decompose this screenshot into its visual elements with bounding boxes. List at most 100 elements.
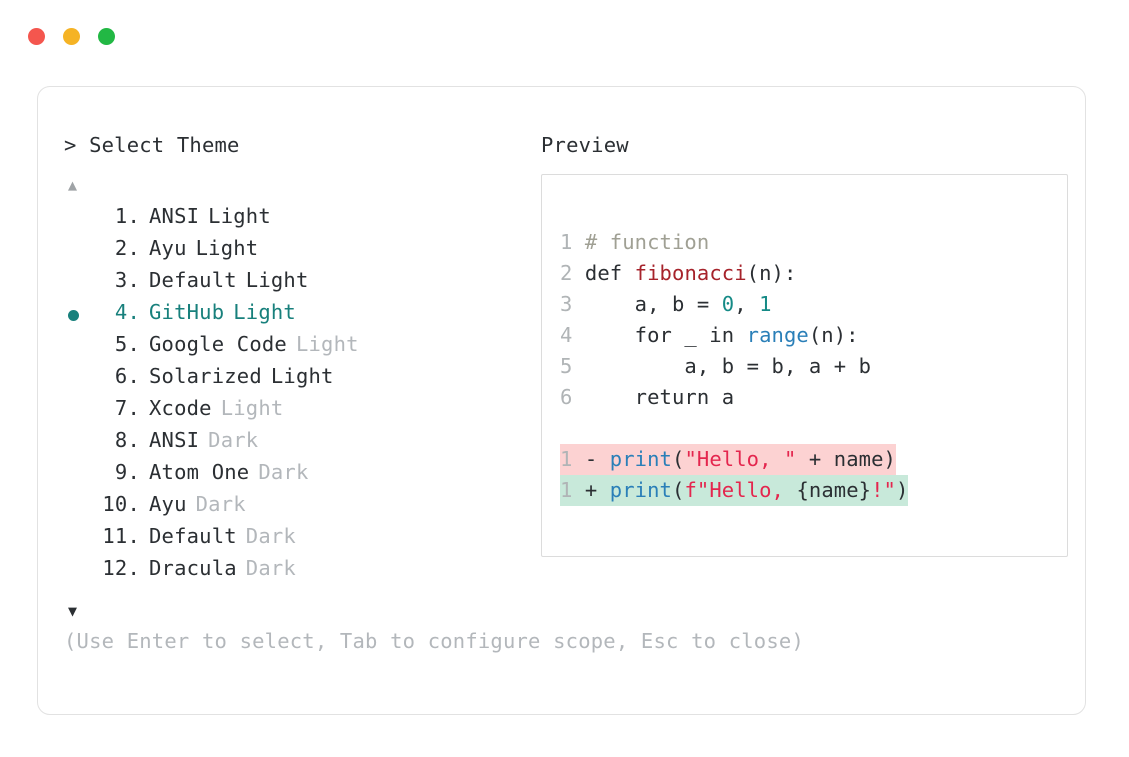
- theme-item-variant: Dark: [245, 555, 296, 580]
- theme-item-variant: Light: [208, 203, 271, 228]
- code-token: ,: [734, 291, 760, 316]
- diff-line-number: 1: [560, 446, 585, 471]
- theme-item-name: Default: [149, 267, 237, 292]
- theme-item-name: Ayu: [149, 235, 187, 260]
- scroll-up-icon[interactable]: ▲: [68, 175, 78, 194]
- code-token: for _ in: [584, 322, 747, 347]
- code-token: a, b = b, a + b: [584, 353, 872, 378]
- code-token: {name}: [796, 477, 872, 502]
- theme-list-item[interactable]: 4. GitHub Light: [64, 300, 534, 332]
- code-line-number: 3: [560, 291, 585, 316]
- theme-item-variant: Dark: [245, 523, 296, 548]
- theme-item-index: 3.: [114, 267, 140, 292]
- code-token: f"Hello,: [684, 477, 797, 502]
- diff-line-number: 1: [560, 477, 585, 502]
- diff-highlight-band: 1 + print(f"Hello, {name}!"): [560, 474, 909, 506]
- code-token: print: [609, 446, 672, 471]
- theme-item-variant: Dark: [208, 427, 259, 452]
- preview-title: Preview: [541, 133, 629, 157]
- theme-item-index: 7.: [114, 395, 140, 420]
- theme-item-index: 5.: [114, 331, 140, 356]
- code-line-number: 6: [560, 384, 585, 409]
- code-line: 4 for _ in range(n):: [560, 320, 908, 351]
- code-token: # function: [584, 229, 710, 254]
- theme-list-item[interactable]: 10. Ayu Dark: [64, 492, 534, 524]
- theme-item-variant: Light: [220, 395, 284, 420]
- code-line-number: 1: [560, 229, 585, 254]
- code-blank-line: [560, 413, 908, 444]
- diff-line: 1 + print(f"Hello, {name}!"): [560, 474, 909, 506]
- code-token: "Hello, ": [684, 446, 797, 471]
- theme-item-name: Xcode: [149, 395, 212, 420]
- theme-item-index: 1.: [114, 203, 140, 228]
- theme-item-variant: Dark: [195, 491, 246, 516]
- prompt-line: > Select Theme: [64, 135, 534, 156]
- code-token: fibonacci: [634, 260, 747, 285]
- theme-item-name: Dracula: [149, 555, 237, 580]
- theme-item-variant: Light: [270, 363, 334, 388]
- code-line: 5 a, b = b, a + b: [560, 351, 908, 382]
- code-line: 1 # function: [560, 227, 908, 258]
- keyboard-hint: (Use Enter to select, Tab to configure s…: [64, 629, 804, 653]
- theme-item-index: 2.: [114, 235, 140, 260]
- theme-item-index: 11.: [102, 523, 140, 548]
- code-token: (: [672, 477, 685, 502]
- theme-item-name: Solarized: [149, 363, 262, 388]
- code-token: + name): [796, 446, 896, 471]
- close-dot[interactable]: [28, 28, 45, 45]
- scroll-down-icon[interactable]: ▼: [68, 601, 78, 620]
- minimize-dot[interactable]: [63, 28, 80, 45]
- code-token: ): [895, 477, 909, 502]
- theme-item-variant: Dark: [258, 459, 309, 484]
- theme-item-variant: Light: [233, 299, 296, 324]
- window-titlebar: [28, 28, 115, 45]
- theme-list-item[interactable]: 12. Dracula Dark: [64, 556, 534, 588]
- theme-list-item[interactable]: 3. Default Light: [64, 268, 534, 300]
- code-token: 1: [759, 291, 772, 316]
- theme-item-name: ANSI: [149, 427, 200, 452]
- code-token: a, b =: [584, 291, 722, 316]
- code-token: range: [746, 322, 809, 347]
- code-token: print: [609, 477, 672, 502]
- theme-item-index: 4.: [114, 299, 140, 324]
- theme-item-name: Atom One: [149, 459, 250, 484]
- theme-item-index: 10.: [102, 491, 140, 516]
- page-title: Select Theme: [89, 133, 240, 157]
- theme-item-name: GitHub: [149, 299, 225, 324]
- code-token: 0: [721, 291, 735, 316]
- theme-item-variant: Light: [295, 331, 359, 356]
- code-line-number: 2: [560, 260, 585, 285]
- diff-line: 1 - print("Hello, " + name): [560, 443, 908, 475]
- theme-item-index: 12.: [102, 555, 140, 580]
- diff-marker: -: [584, 446, 610, 471]
- code-line: 3 a, b = 0, 1: [560, 289, 908, 320]
- theme-item-variant: Light: [245, 267, 309, 292]
- selected-bullet-icon: [68, 310, 79, 321]
- code-token: !": [871, 477, 896, 502]
- code-line-number: 5: [560, 353, 585, 378]
- diff-highlight-band: 1 - print("Hello, " + name): [560, 443, 896, 475]
- theme-item-name: Ayu: [149, 491, 187, 516]
- maximize-dot[interactable]: [98, 28, 115, 45]
- prompt-marker: >: [64, 133, 77, 157]
- code-token: return a: [584, 384, 735, 409]
- code-line-number: 4: [560, 322, 585, 347]
- selection-bullet-slot: [64, 310, 98, 321]
- code-line: 6 return a: [560, 382, 908, 413]
- theme-list-item[interactable]: 7. Xcode Light: [64, 396, 534, 428]
- code-token: (: [672, 446, 685, 471]
